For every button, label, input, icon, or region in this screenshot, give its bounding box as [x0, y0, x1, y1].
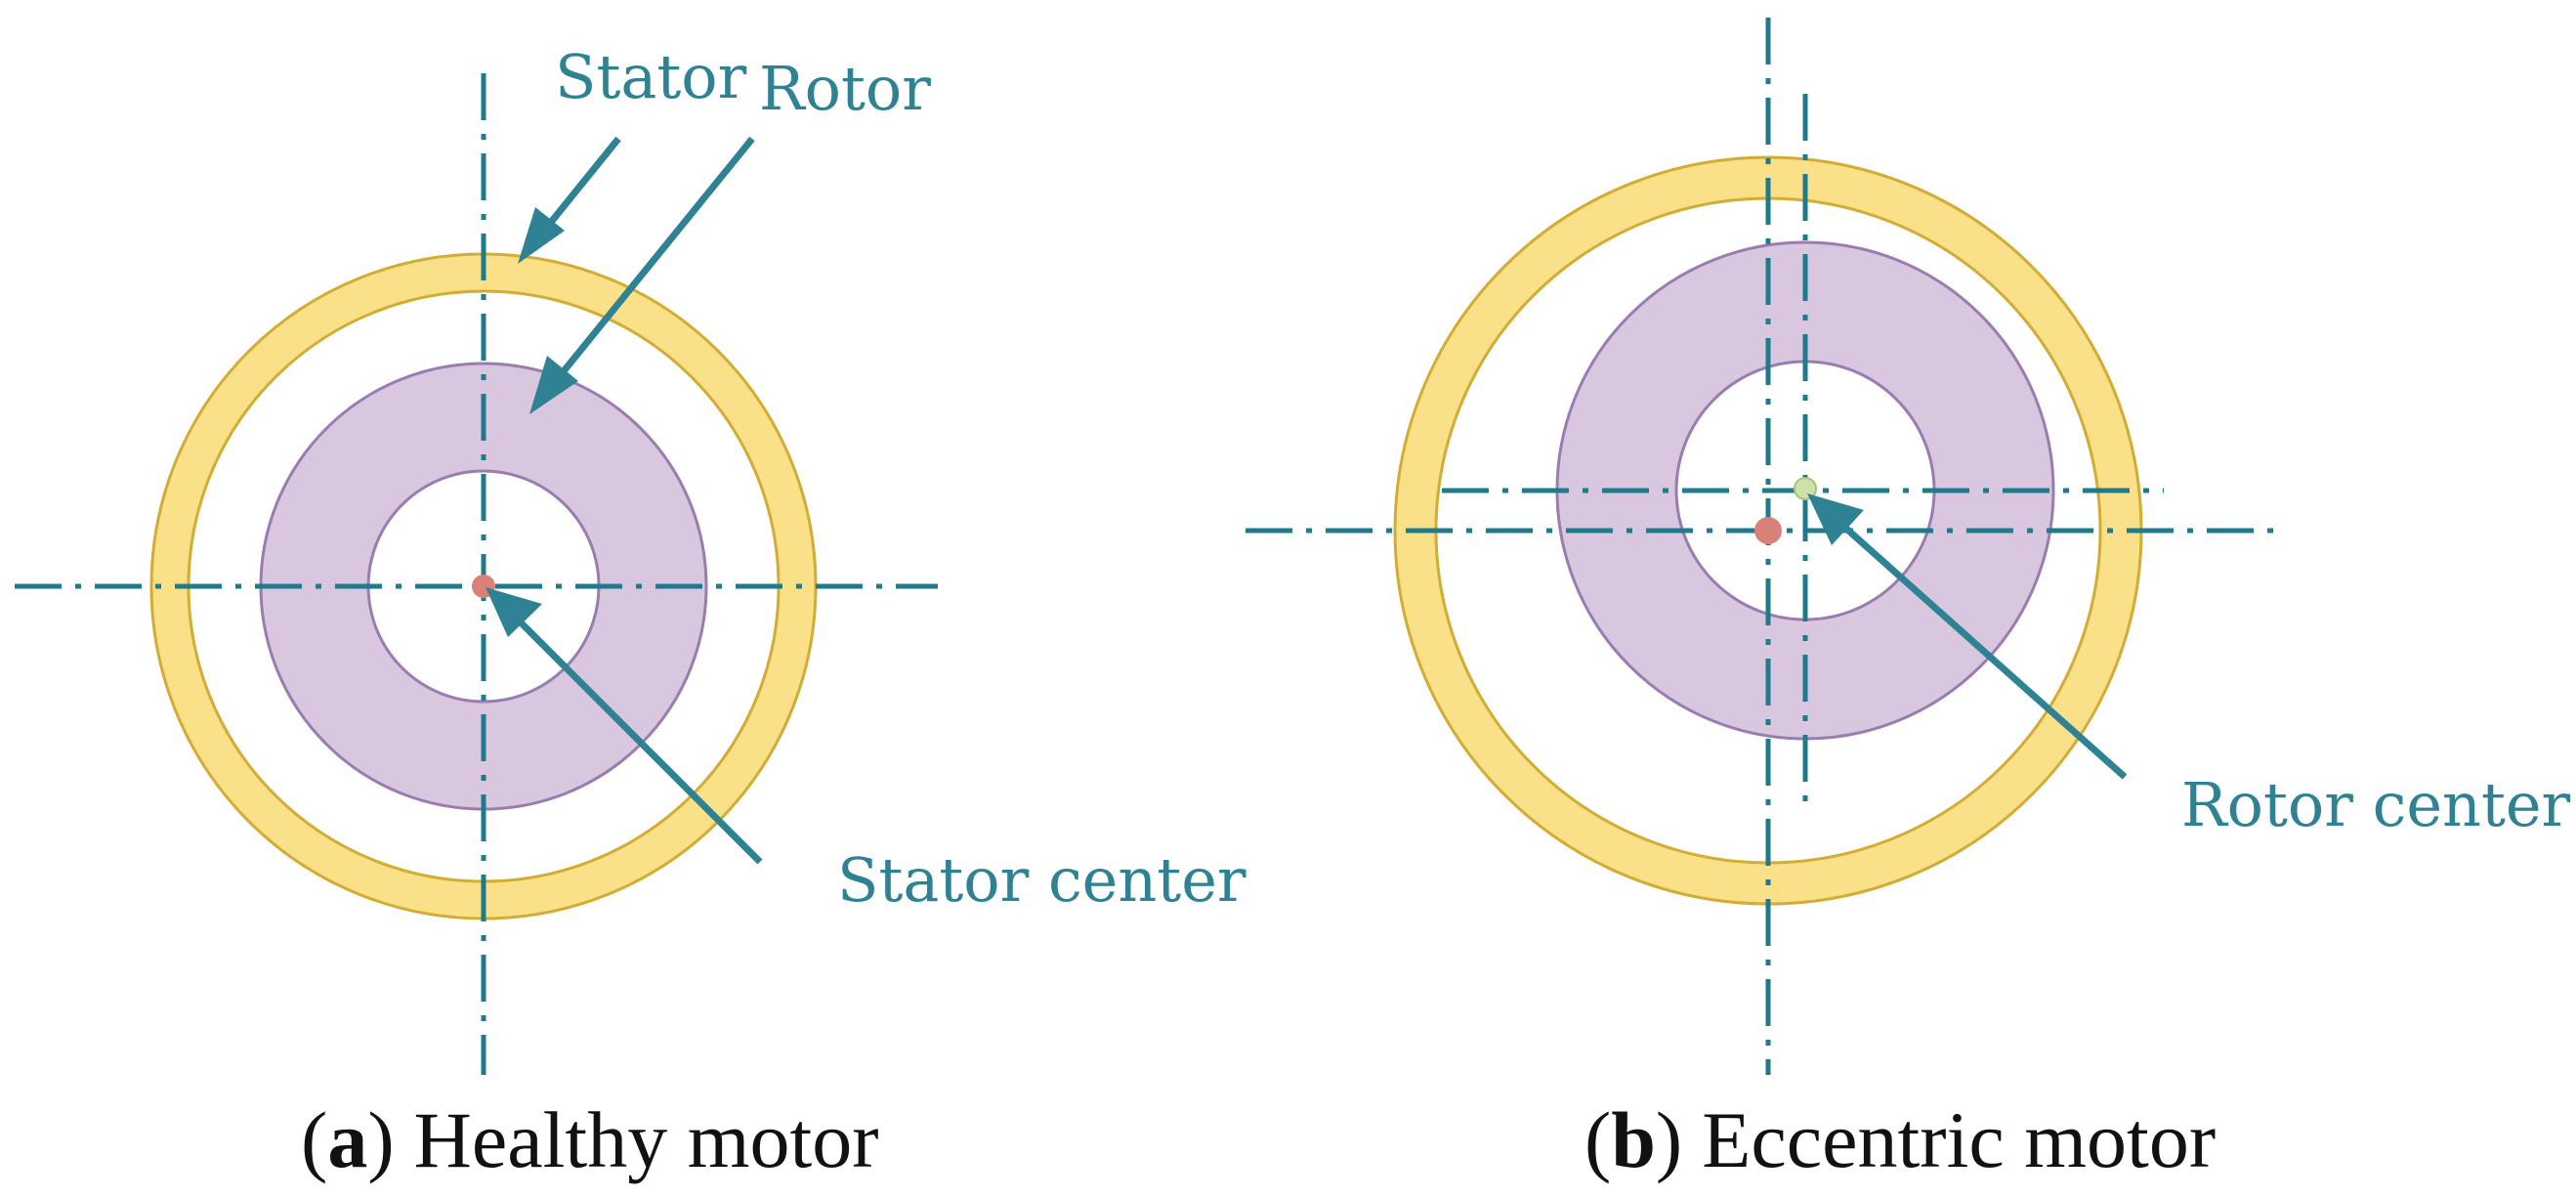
rotor-center-label: Rotor center: [2181, 769, 2571, 840]
caption-close-paren: ): [1656, 1095, 1682, 1184]
rotor-arrow: [529, 136, 755, 414]
caption-letter: b: [1611, 1095, 1656, 1184]
caption-letter: a: [327, 1095, 367, 1184]
caption-close-paren: ): [367, 1095, 394, 1184]
caption-eccentric-motor: (b)Eccentric motor: [1584, 1095, 2216, 1184]
caption-healthy-motor: (a)Healthy motor: [301, 1095, 879, 1184]
caption-open-paren: (: [301, 1095, 327, 1184]
stator-center-label: Stator center: [837, 844, 1246, 916]
rotor-label: Rotor: [759, 53, 931, 124]
caption-open-paren: (: [1584, 1095, 1611, 1184]
rotor-center-dot: [1794, 477, 1817, 500]
panel-eccentric-motor: Rotor center (b)Eccentric motor: [1246, 18, 2571, 1184]
panel-healthy-motor: Stator Rotor Stator center (a)Healthy mo…: [15, 41, 1246, 1184]
caption-text: Healthy motor: [414, 1095, 879, 1184]
stator-center-arrow: [486, 587, 763, 865]
rotor-center-arrow: [1807, 493, 2128, 780]
stator-center-dot: [1754, 517, 1782, 544]
stator-label: Stator: [555, 41, 747, 112]
caption-text: Eccentric motor: [1702, 1095, 2216, 1184]
stator-arrow: [518, 136, 621, 264]
